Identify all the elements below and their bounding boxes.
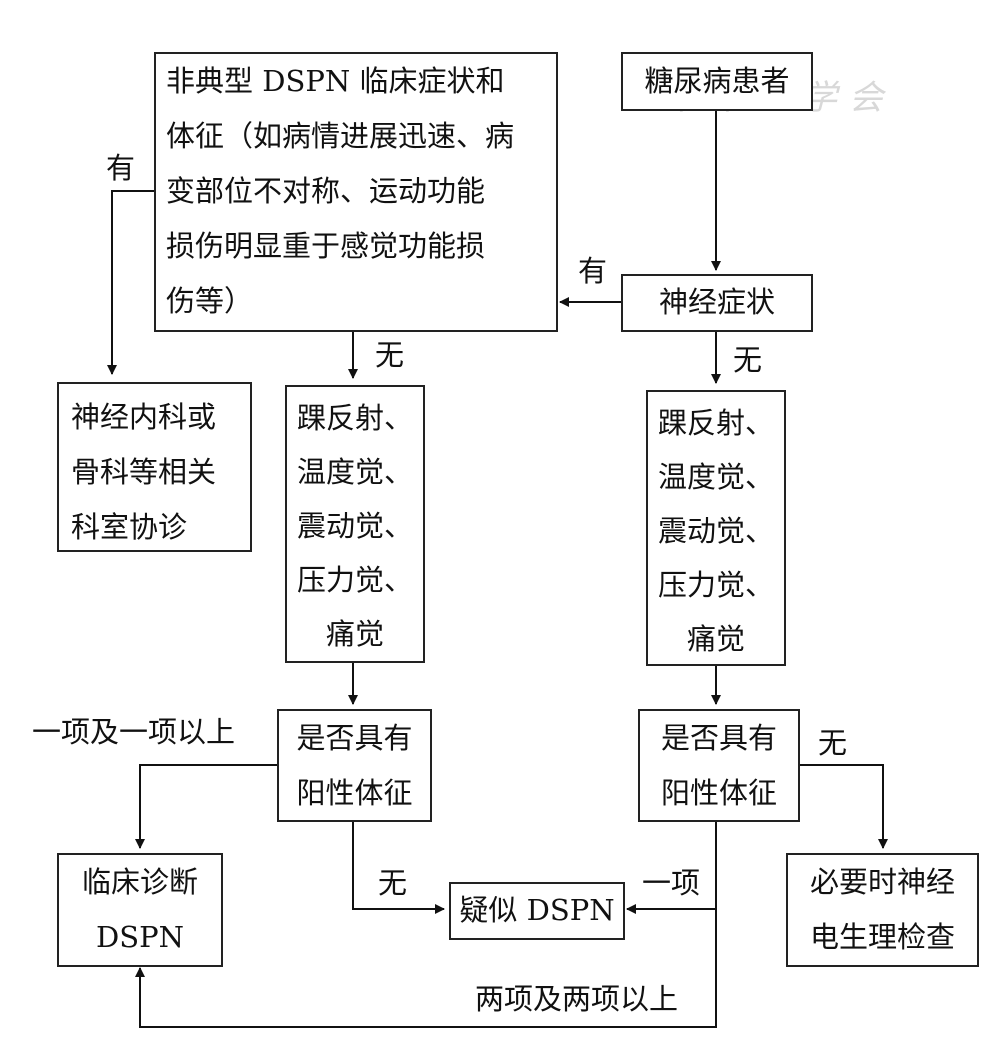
node-exam-right: 踝反射、 温度觉、 震动觉、 压力觉、 痛觉	[646, 390, 786, 666]
label-right-two-or-more: 两项及两项以上	[475, 982, 679, 1016]
node-diabetic-patients: 糖尿病患者	[621, 52, 813, 111]
label-right-none: 无	[818, 726, 848, 760]
node-positive-signs-right: 是否具有 阳性体征	[638, 709, 800, 822]
label-symptom-no: 无	[733, 343, 763, 377]
node-clinical-diagnosis: 临床诊断 DSPN	[57, 853, 223, 967]
node-suspected-dspn: 疑似 DSPN	[449, 882, 625, 940]
label-left-none: 无	[378, 866, 408, 900]
node-positive-signs-left: 是否具有 阳性体征	[277, 709, 432, 822]
edge-signs-right-to-diagnosis	[135, 909, 717, 1028]
node-electrophysiology: 必要时神经 电生理检查	[786, 853, 979, 967]
edge-signs-left-to-suspected	[352, 821, 445, 914]
label-left-one-or-more: 一项及一项以上	[32, 715, 236, 749]
node-exam-left: 踝反射、 温度觉、 震动觉、 压力觉、 痛觉	[285, 385, 425, 663]
label-symptom-yes: 有	[578, 254, 608, 288]
edge-signs-left-to-diagnosis	[135, 764, 277, 849]
node-neuro-symptoms: 神经症状	[621, 274, 813, 332]
edge-atypical-to-referral	[107, 190, 154, 375]
label-right-one: 一项	[642, 866, 701, 900]
node-specialist-referral: 神经内科或 骨科等相关 科室协诊	[57, 382, 252, 552]
node-atypical-dspn: 非典型 DSPN 临床症状和 体征（如病情进展迅速、病 变部位不对称、运动功能 …	[154, 52, 558, 332]
label-atypical-no: 无	[375, 338, 405, 372]
edge-signs-right-to-emg	[800, 764, 888, 849]
label-atypical-yes: 有	[106, 151, 136, 185]
